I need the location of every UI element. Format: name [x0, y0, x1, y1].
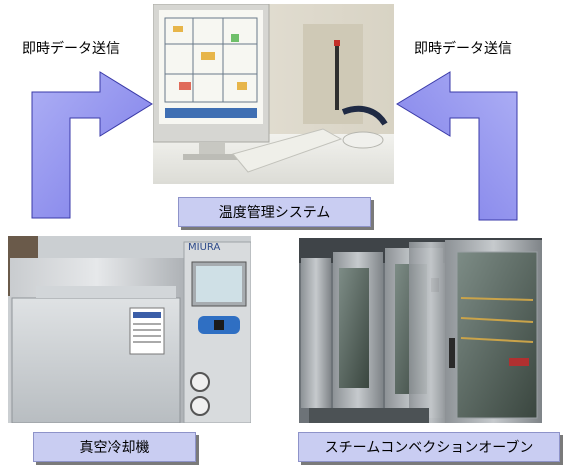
- oven-label: スチームコンベクションオーブン: [298, 432, 560, 462]
- left-arrow-label: 即時データ送信: [22, 41, 120, 57]
- cooler-label: 真空冷却機: [33, 432, 196, 462]
- computer-monitor-photo: [153, 4, 394, 184]
- right-arrow-label: 即時データ送信: [414, 41, 512, 57]
- svg-text:MIURA: MIURA: [188, 242, 220, 253]
- system-label: 温度管理システム: [178, 197, 371, 227]
- vacuum-cooler-photo: MIURA: [8, 236, 251, 423]
- steam-oven-photo: [299, 238, 542, 423]
